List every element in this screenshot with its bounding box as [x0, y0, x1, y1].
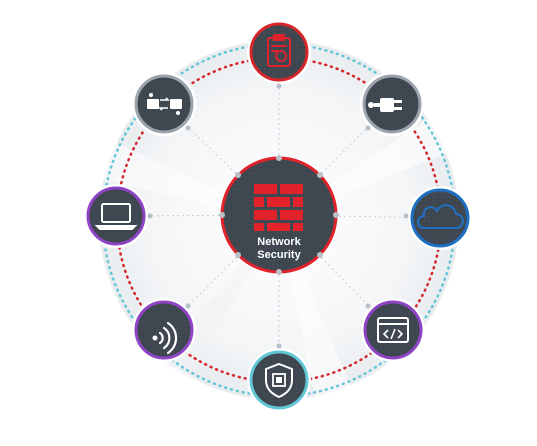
code-window-icon: [377, 317, 409, 343]
shield-chip-icon: [265, 362, 293, 399]
node-network-policy[interactable]: [247, 20, 311, 84]
settings-exchange-icon: [147, 93, 182, 115]
ring-connector-dots: [147, 83, 409, 349]
plug-connector-icon: [368, 98, 402, 112]
node-laptop[interactable]: [84, 184, 148, 248]
wireless-signal-icon: [152, 321, 178, 355]
laptop-icon: [94, 203, 138, 230]
network-policy-icon: [267, 34, 291, 67]
node-shield-chip[interactable]: [247, 348, 311, 412]
node-code-window[interactable]: [361, 298, 425, 362]
node-wireless[interactable]: [132, 298, 196, 362]
node-cloud[interactable]: [408, 186, 472, 250]
hub-connector-dots: [219, 155, 339, 275]
firewall-brick-icon: [254, 184, 303, 231]
network-security-hub[interactable]: [219, 155, 339, 275]
cloud-icon: [417, 204, 464, 229]
node-plug-connector[interactable]: [360, 72, 424, 136]
node-settings-exchange[interactable]: [132, 72, 196, 136]
